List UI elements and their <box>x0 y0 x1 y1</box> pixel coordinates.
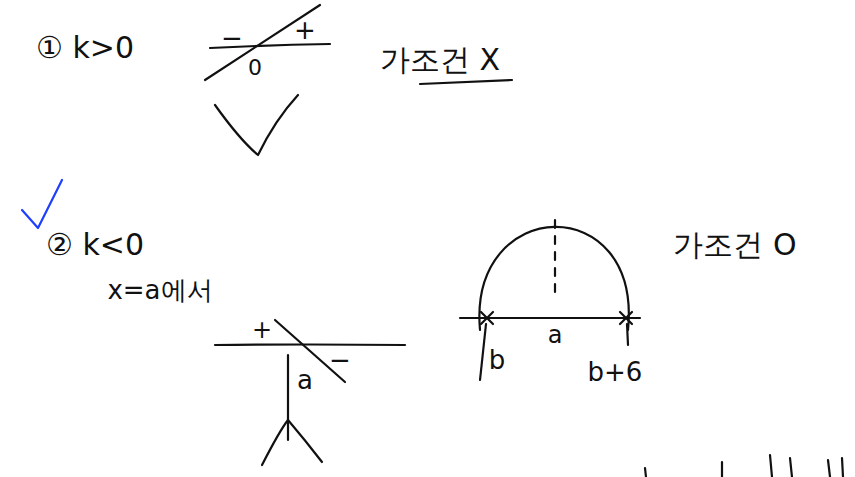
condition-note: 가조건 O <box>673 230 796 260</box>
partial-scribble <box>645 455 843 477</box>
point-label: a <box>297 367 313 393</box>
sign-mark: − <box>329 347 351 373</box>
root-label: b+6 <box>588 359 643 385</box>
condition-note: 가조건 X <box>380 45 500 75</box>
sign-mark: + <box>252 318 272 342</box>
axis-line <box>215 343 405 346</box>
vertical-line <box>287 355 289 440</box>
blue-check <box>22 180 62 228</box>
case-heading: ① k>0 <box>36 33 134 63</box>
root-tick <box>480 324 486 380</box>
sign-mark: − <box>221 25 243 51</box>
case-heading: ② k<0 <box>46 230 144 260</box>
root-label: b <box>489 347 506 373</box>
root-mark <box>481 312 493 324</box>
caret-curve <box>262 420 322 465</box>
axis-of-symmetry <box>554 220 556 300</box>
vertex-label: a <box>548 323 563 347</box>
sign-mark: + <box>294 17 316 43</box>
underline <box>420 80 512 84</box>
root-mark <box>620 312 632 324</box>
point-note: x=a에서 <box>107 277 212 303</box>
root-tick <box>627 324 628 345</box>
origin-label: 0 <box>248 57 262 79</box>
sign-line <box>205 5 320 80</box>
check-curve <box>215 95 298 155</box>
